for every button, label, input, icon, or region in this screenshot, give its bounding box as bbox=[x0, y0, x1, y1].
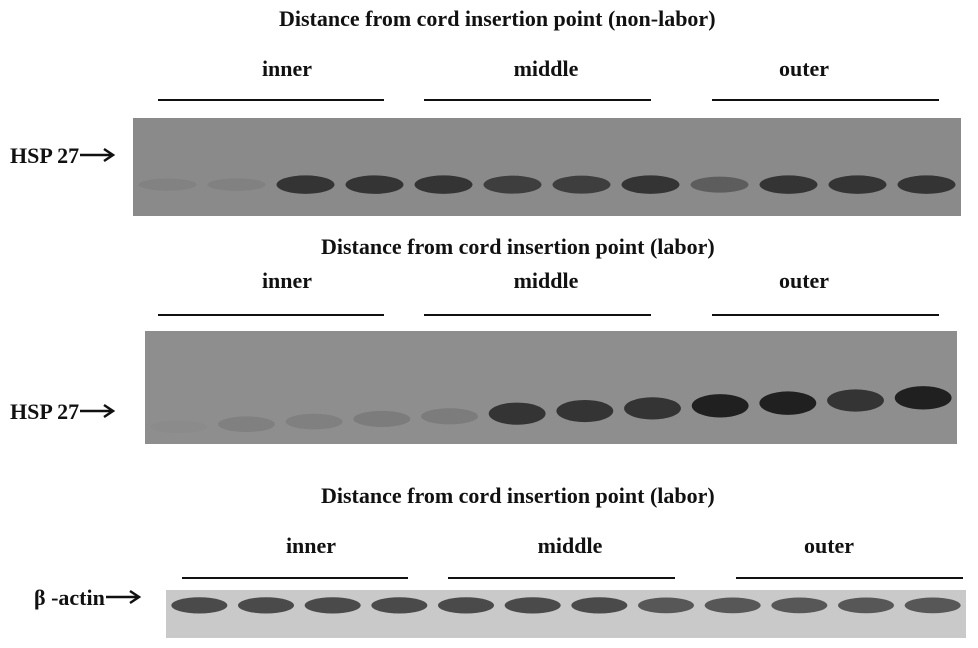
protein-band bbox=[704, 597, 761, 614]
panel1-blot bbox=[133, 118, 961, 216]
panel3-blot bbox=[166, 590, 966, 638]
blot-background bbox=[166, 590, 966, 638]
protein-band bbox=[827, 389, 884, 412]
protein-band bbox=[304, 597, 361, 614]
protein-band bbox=[759, 391, 817, 415]
panel1-region-inner: inner bbox=[261, 56, 313, 81]
protein-band bbox=[897, 175, 956, 194]
panel3-marker: β -actin bbox=[34, 585, 142, 611]
panel1-rule-inner bbox=[158, 99, 384, 101]
blot-background bbox=[133, 118, 961, 216]
protein-band bbox=[894, 386, 952, 410]
panel1-rule-outer bbox=[712, 99, 939, 101]
protein-band bbox=[207, 178, 266, 191]
protein-band bbox=[218, 416, 275, 433]
panel1-rule-middle bbox=[424, 99, 651, 101]
panel3-title: Distance from cord insertion point (labo… bbox=[321, 483, 715, 508]
protein-band bbox=[421, 408, 478, 425]
arrow-right-icon bbox=[80, 143, 116, 169]
protein-band bbox=[621, 175, 680, 194]
protein-band bbox=[571, 597, 628, 614]
protein-band bbox=[691, 394, 749, 418]
panel2-blot bbox=[145, 331, 957, 444]
panel2-rule-middle bbox=[424, 314, 651, 316]
panel2-marker: HSP 27 bbox=[10, 399, 116, 425]
protein-band bbox=[150, 420, 208, 434]
protein-band bbox=[285, 413, 343, 430]
panel2-marker-label: HSP 27 bbox=[10, 399, 80, 424]
panel3-region-inner: inner bbox=[285, 533, 337, 558]
protein-band bbox=[771, 597, 828, 614]
panel3-rule-inner bbox=[182, 577, 408, 579]
protein-band bbox=[483, 175, 542, 194]
panel3-marker-label: β -actin bbox=[34, 585, 105, 610]
protein-band bbox=[624, 397, 681, 420]
protein-band bbox=[371, 597, 428, 614]
arrow-right-icon bbox=[105, 585, 142, 611]
panel2-region-middle: middle bbox=[513, 268, 579, 293]
panel3-region-middle: middle bbox=[537, 533, 603, 558]
panel2-region-outer: outer bbox=[778, 268, 830, 293]
panel3-region-outer: outer bbox=[803, 533, 855, 558]
panel1-region-outer: outer bbox=[778, 56, 830, 81]
protein-band bbox=[238, 597, 294, 614]
protein-band bbox=[353, 410, 411, 428]
protein-band bbox=[276, 175, 335, 194]
panel1-marker-label: HSP 27 bbox=[10, 143, 80, 168]
protein-band bbox=[138, 178, 197, 191]
protein-band bbox=[838, 597, 894, 614]
protein-band bbox=[345, 175, 404, 194]
panel2-title: Distance from cord insertion point (labo… bbox=[321, 234, 715, 259]
protein-band bbox=[171, 597, 228, 614]
panel3-rule-outer bbox=[736, 577, 963, 579]
panel1-marker: HSP 27 bbox=[10, 143, 116, 169]
panel2-rule-inner bbox=[158, 314, 384, 316]
panel1-region-middle: middle bbox=[513, 56, 579, 81]
protein-band bbox=[552, 175, 611, 194]
protein-band bbox=[414, 175, 473, 194]
panel1-title: Distance from cord insertion point (non-… bbox=[279, 6, 716, 31]
panel2-region-inner: inner bbox=[261, 268, 313, 293]
arrow-right-icon bbox=[80, 399, 116, 425]
protein-band bbox=[438, 597, 494, 614]
protein-band bbox=[638, 597, 694, 614]
protein-band bbox=[488, 402, 546, 425]
blot-background bbox=[145, 331, 957, 444]
protein-band bbox=[904, 597, 961, 614]
panel2-rule-outer bbox=[712, 314, 939, 316]
protein-band bbox=[690, 176, 749, 193]
panel3-rule-middle bbox=[448, 577, 675, 579]
protein-band bbox=[828, 175, 887, 194]
protein-band bbox=[759, 175, 818, 194]
protein-band bbox=[504, 597, 561, 614]
protein-band bbox=[556, 399, 614, 423]
